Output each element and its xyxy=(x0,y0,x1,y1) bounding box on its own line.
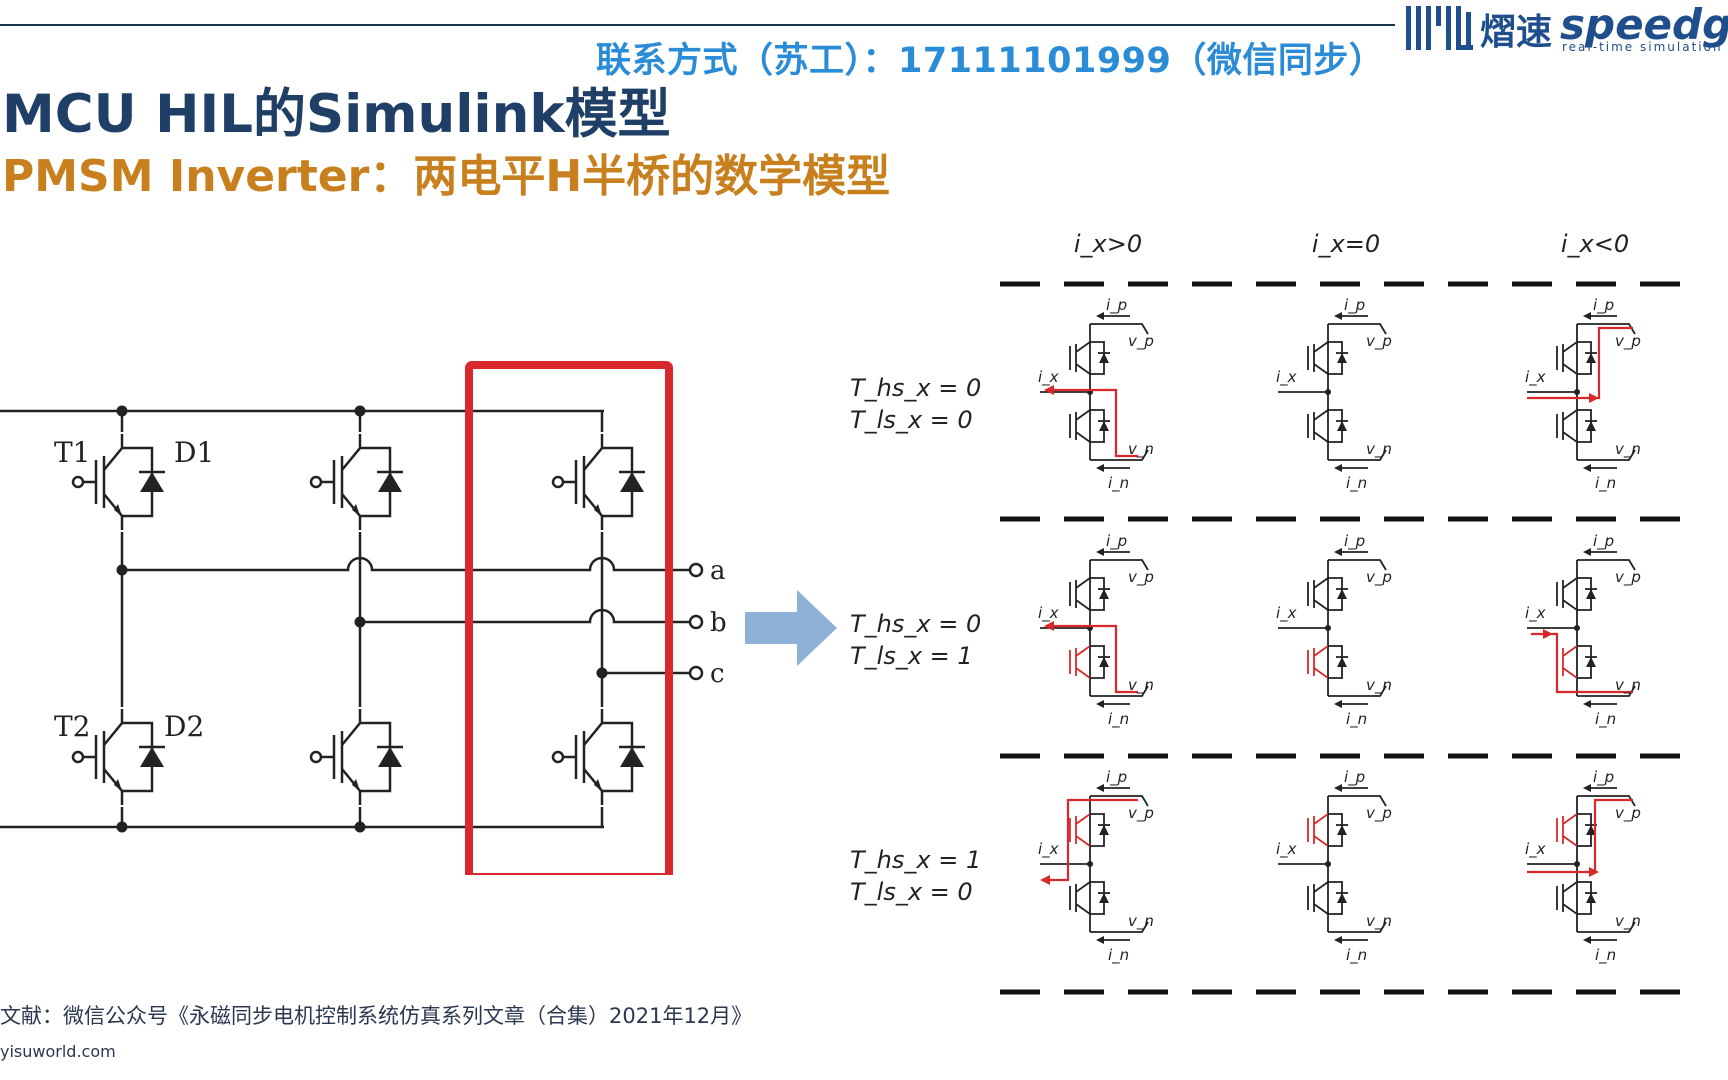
state-cell-r1-c1: i_pv_p i_x v_n i_n xyxy=(1038,296,1154,493)
label-ip: i_p xyxy=(1593,768,1614,787)
label-vn: v_n xyxy=(1366,676,1392,695)
label-ix: i_x xyxy=(1276,368,1297,387)
label-in: i_n xyxy=(1108,946,1129,965)
label-vn: v_n xyxy=(1615,440,1641,459)
label-vn: v_n xyxy=(1128,676,1154,695)
d1-label: D1 xyxy=(174,436,214,469)
label-in: i_n xyxy=(1595,946,1616,965)
label-ip: i_p xyxy=(1106,296,1127,315)
label-vn: v_n xyxy=(1615,912,1641,931)
label-ip: i_p xyxy=(1593,532,1614,551)
label-ip: i_p xyxy=(1344,296,1365,315)
label-vn: v_n xyxy=(1366,912,1392,931)
page-title: MCU HIL的Simulink模型 xyxy=(2,84,671,145)
transform-arrow xyxy=(745,590,837,666)
column-header: i_x=0 xyxy=(1312,230,1380,258)
switching-state-table: i_x>0 i_x=0 i_x<0T_hs_x = 0 T_ls_x = 0 T_hs_… xyxy=(850,230,1690,995)
label-ip: i_p xyxy=(1106,768,1127,787)
label-vp: v_p xyxy=(1366,332,1392,351)
label-ix: i_x xyxy=(1525,840,1546,859)
column-header: i_x>0 xyxy=(1074,230,1142,258)
state-cell-r2-c3: i_pv_p i_x v_n i_n xyxy=(1525,532,1641,729)
state-cell-r1-c2: i_pv_p i_x v_n i_n xyxy=(1276,296,1392,493)
column-header: i_x<0 xyxy=(1561,230,1629,258)
state-cell-r3-c3: i_pv_p i_x v_n i_n xyxy=(1525,768,1641,965)
row-label-ls: T_ls_x = 0 xyxy=(850,406,973,434)
label-in: i_n xyxy=(1595,710,1616,729)
label-in: i_n xyxy=(1108,474,1129,493)
reference-note: 文献：微信公众号《永磁同步电机控制系统仿真系列文章（合集）2021年12月》 xyxy=(0,1004,753,1028)
label-ix: i_x xyxy=(1276,604,1297,623)
label-vn: v_n xyxy=(1128,912,1154,931)
contact-info: 联系方式（苏工）：17111101999（微信同步） xyxy=(596,41,1385,81)
terminal-a-label: a xyxy=(710,556,726,586)
label-vp: v_p xyxy=(1615,332,1641,351)
label-vn: v_n xyxy=(1128,440,1154,459)
logo-tagline: real-time simulation a xyxy=(1562,40,1728,54)
row-label-hs: T_hs_x = 0 xyxy=(850,374,981,402)
label-vn: v_n xyxy=(1615,676,1641,695)
label-vp: v_p xyxy=(1128,568,1154,587)
terminal-c-label: c xyxy=(710,659,725,689)
label-in: i_n xyxy=(1346,946,1367,965)
row-label-hs: T_hs_x = 0 xyxy=(850,610,981,638)
label-in: i_n xyxy=(1346,710,1367,729)
row-label-ls: T_ls_x = 0 xyxy=(850,878,973,906)
page-subtitle: PMSM Inverter：两电平H半桥的数学模型 xyxy=(2,151,891,202)
label-vn: v_n xyxy=(1366,440,1392,459)
label-ix: i_x xyxy=(1525,604,1546,623)
label-ix: i_x xyxy=(1525,368,1546,387)
state-cell-r2-c2: i_pv_p i_x v_n i_n xyxy=(1276,532,1392,729)
logo-cn-text: 熠速 xyxy=(1480,11,1552,53)
label-ip: i_p xyxy=(1344,768,1365,787)
speedgoat-logo: speedg xyxy=(1560,0,1728,49)
d2-label: D2 xyxy=(164,710,204,743)
label-ix: i_x xyxy=(1038,840,1059,859)
row-label-ls: T_ls_x = 1 xyxy=(850,642,973,670)
terminal-b-label: b xyxy=(710,608,727,638)
label-ip: i_p xyxy=(1106,532,1127,551)
t2-label: T2 xyxy=(54,710,91,743)
label-vp: v_p xyxy=(1615,804,1641,823)
state-cell-r1-c3: i_pv_p i_x v_n i_n xyxy=(1525,296,1641,493)
label-vp: v_p xyxy=(1366,568,1392,587)
t1-label: T1 xyxy=(54,436,91,469)
header-rule xyxy=(0,24,1395,26)
label-ix: i_x xyxy=(1038,604,1059,623)
label-vp: v_p xyxy=(1615,568,1641,587)
label-in: i_n xyxy=(1108,710,1129,729)
label-vp: v_p xyxy=(1366,804,1392,823)
label-in: i_n xyxy=(1346,474,1367,493)
label-ix: i_x xyxy=(1038,368,1059,387)
label-vp: v_p xyxy=(1128,804,1154,823)
label-vp: v_p xyxy=(1128,332,1154,351)
inverter-schematic: a b c T1 D1 T2 D2 xyxy=(0,361,727,875)
state-cell-r2-c1: i_pv_p i_x v_n i_n xyxy=(1038,532,1154,729)
label-ip: i_p xyxy=(1593,296,1614,315)
yisu-logo: 熠速 xyxy=(1406,6,1552,53)
label-in: i_n xyxy=(1595,474,1616,493)
label-ip: i_p xyxy=(1344,532,1365,551)
state-cell-r3-c2: i_pv_p i_x v_n i_n xyxy=(1276,768,1392,965)
row-label-hs: T_hs_x = 1 xyxy=(850,846,981,874)
highlight-box xyxy=(465,361,673,875)
label-ix: i_x xyxy=(1276,840,1297,859)
state-cell-r3-c1: i_pv_p i_x v_n i_n xyxy=(1038,768,1154,965)
website-url: yisuworld.com xyxy=(0,1042,116,1061)
